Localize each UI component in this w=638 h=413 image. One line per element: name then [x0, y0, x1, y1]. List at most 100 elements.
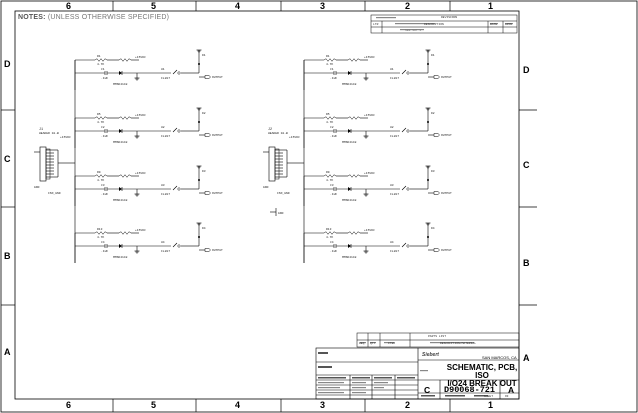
- resistor-value: 4.7K: [326, 63, 333, 66]
- cap-ref: C2: [101, 126, 105, 129]
- channel-resistor-a: [94, 231, 108, 235]
- channel-resistor-b: [118, 174, 132, 178]
- optocoupler-ref: U1: [390, 68, 394, 71]
- channel-resistor-b: [118, 231, 132, 235]
- optocoupler-node: [177, 187, 181, 191]
- optocoupler-node: [406, 187, 410, 191]
- resistor-value: 4.7K: [97, 63, 104, 66]
- title-line-2: I/O24 BREAK OUT: [447, 379, 517, 388]
- zone-left-b: B: [4, 251, 11, 261]
- optocoupler-value: IL207: [390, 193, 399, 196]
- diode-ref: D4: [431, 227, 435, 230]
- notes-label: NOTES:: [18, 14, 46, 21]
- connector-part: HEADER 10-B: [39, 132, 59, 135]
- title-line-1: SCHEMATIC, PCB, ISO: [446, 363, 518, 380]
- channel-resistor-a: [323, 174, 337, 178]
- company-logo-text: Siebert: [422, 352, 439, 358]
- channel-resistor-b: [347, 231, 361, 235]
- optocoupler-node: [177, 71, 181, 75]
- diode: [348, 187, 351, 191]
- diode: [119, 129, 122, 133]
- document-number: D90068-721: [444, 385, 496, 395]
- test-point-label: GND: [278, 212, 284, 215]
- output-port: [433, 191, 440, 195]
- diode: [348, 244, 351, 248]
- optocoupler-switch: [401, 69, 407, 75]
- output-label: OUTPUT: [212, 192, 223, 195]
- zone-bottom-3: 3: [320, 400, 326, 410]
- junction-dot: [427, 236, 429, 238]
- supply-label: +15VDC: [289, 136, 300, 139]
- zone-top-4: 4: [235, 1, 241, 11]
- parts-col-item: ITEM: [388, 341, 396, 345]
- resistor-ref: R13: [326, 228, 332, 231]
- revisions-title: REVISIONS: [441, 16, 458, 19]
- cap-value: .1UF: [101, 77, 108, 80]
- supply-label: +15VDC: [135, 172, 146, 175]
- parts-col-description: DESCRIPTION/MATERIAL: [440, 341, 477, 345]
- rev-col-description: DESCRIPTION: [424, 22, 444, 26]
- optocoupler-value: IL207: [161, 193, 170, 196]
- zone-right-c: C: [523, 160, 530, 170]
- optocoupler-ref: U3: [161, 184, 165, 187]
- company-city: SAN MARCOS, CA: [482, 355, 517, 360]
- parts-col-qty: QTY: [370, 341, 376, 345]
- resistor-ref: R5: [97, 113, 101, 116]
- output-port: [433, 248, 440, 252]
- optocoupler-value: IL207: [161, 135, 170, 138]
- junction-dot: [427, 179, 429, 181]
- cap-value: .1UF: [330, 250, 337, 253]
- supply-label: +15VDC: [364, 172, 375, 175]
- resistor-value: 4.7K: [97, 121, 104, 124]
- output-port: [433, 133, 440, 137]
- optocoupler-switch: [172, 127, 178, 133]
- resistor-ref: R1: [326, 55, 330, 58]
- zone-bottom-6: 6: [66, 400, 72, 410]
- revision-letter: A: [508, 385, 515, 395]
- diode-ref: D1: [202, 54, 206, 57]
- drawing-frame: [14, 10, 520, 400]
- channel-resistor-b: [118, 58, 132, 62]
- connector-pins: [45, 148, 51, 180]
- resistor-ref: R9: [97, 171, 101, 174]
- sheet-size: C: [424, 385, 431, 395]
- drawing-notes: NOTES: (UNLESS OTHERWISE SPECIFIED): [18, 14, 169, 21]
- rev-col-ltr: LTR: [373, 22, 379, 26]
- cap-value: .1UF: [330, 193, 337, 196]
- output-port: [204, 191, 211, 195]
- zone-bottom-4: 4: [235, 400, 241, 410]
- supply-label: +15VDC: [364, 56, 375, 59]
- zone-left-d: D: [4, 59, 11, 69]
- output-port: [204, 75, 211, 79]
- diode-value: MMSD4148: [113, 199, 128, 202]
- diode-value: MMSD4148: [113, 256, 128, 259]
- diode-value: MMSD4148: [342, 256, 357, 259]
- zone-bottom-5: 5: [151, 400, 157, 410]
- output-label: OUTPUT: [212, 249, 223, 252]
- optocoupler-value: IL207: [390, 135, 399, 138]
- drawing-title: SCHEMATIC, PCB, ISO I/O24 BREAK OUT: [446, 364, 518, 388]
- optocoupler-switch: [401, 242, 407, 248]
- zone-left-a: A: [4, 347, 11, 357]
- resistor-value: 4.7K: [97, 236, 104, 239]
- channel-resistor-b: [118, 116, 132, 120]
- connector-ground-label: GND: [34, 186, 40, 189]
- resistor-ref: R5: [326, 113, 330, 116]
- optocoupler-ref: U2: [390, 126, 394, 129]
- zone-top-5: 5: [151, 1, 157, 11]
- diode-value: MMSD4148: [342, 199, 357, 202]
- connector-net-label: ISO_GND: [48, 192, 61, 195]
- channel-resistor-a: [94, 116, 108, 120]
- connector-ref: J2: [268, 128, 272, 132]
- cap-value: .1UF: [101, 135, 108, 138]
- diode: [119, 244, 122, 248]
- connector-net-label: ISO_GND: [277, 192, 290, 195]
- zone-top-2: 2: [405, 1, 411, 11]
- parts-list-block: [356, 332, 520, 348]
- supply-label: +15VDC: [135, 114, 146, 117]
- optocoupler-switch: [401, 127, 407, 133]
- supply-label: +15VDC: [60, 136, 71, 139]
- resistor-ref: R1: [97, 55, 101, 58]
- zone-top-1: 1: [488, 1, 494, 11]
